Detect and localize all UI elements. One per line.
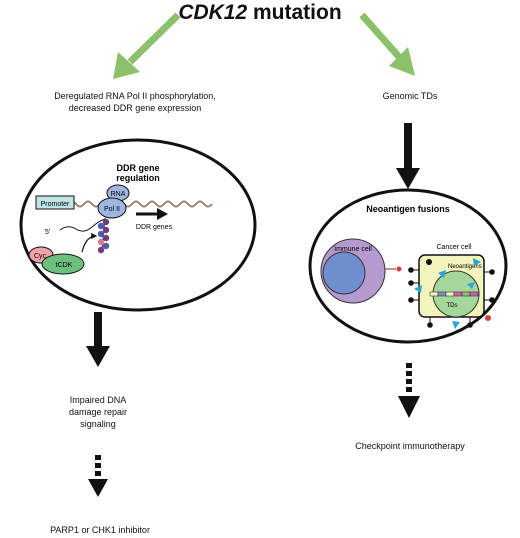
title-gene: CDK12 — [178, 1, 248, 24]
tds-label: TDs — [447, 303, 458, 309]
title-rest: mutation — [247, 1, 342, 24]
cancer-cell-label: Cancer cell — [436, 244, 471, 251]
immune-cell-label: Immune cell — [334, 246, 372, 253]
left-effect-line-1: Deregulated RNA Pol II phosphorylation, — [54, 91, 216, 101]
phosphorylation-arrow — [81, 233, 98, 253]
right-effect-text: Genomic TDs — [382, 91, 438, 101]
rna-label: RNA — [111, 191, 126, 198]
green-arrow-left — [113, 12, 181, 79]
tcdk-shape — [41, 253, 85, 275]
left-outcome-text: Impaired DNA damage repair signaling — [50, 394, 146, 430]
promoter-box — [35, 195, 75, 210]
immune-cell-nucleus — [322, 251, 366, 295]
five-prime-label: 5′ — [45, 229, 51, 236]
right-solid-arrow — [396, 123, 420, 189]
promoter-label: Promoter — [41, 201, 70, 208]
ddr-panel-title-1: DDR gene — [116, 163, 159, 173]
ctd-tail — [97, 217, 110, 254]
diagram-title: CDK12 mutation — [0, 1, 520, 25]
ddr-genes-label: DDR genes — [136, 224, 173, 231]
left-therapy-text: PARP1 or CHK1 inhibitor — [50, 525, 150, 535]
right-therapy-text: Checkpoint immunotherapy — [355, 441, 465, 451]
tcdk-label: tCDK — [56, 262, 73, 269]
tcr-contact — [396, 266, 402, 272]
left-effect-text: Deregulated RNA Pol II phosphorylation, … — [10, 90, 260, 114]
left-solid-arrow — [86, 312, 110, 367]
td-segments — [429, 291, 479, 297]
rna-transcript — [59, 218, 107, 232]
neoantigens-label: Neoantigens — [448, 264, 482, 270]
cyc-label: Cyc — [34, 253, 47, 260]
ddr-genes-arrowhead — [157, 208, 168, 220]
surface-markers — [408, 259, 495, 328]
left-effect-line-2: decreased DDR gene expression — [68, 103, 202, 113]
green-arrow-right — [359, 12, 415, 76]
right-dashed-arrow — [398, 363, 420, 418]
left-outcome-line-1: Impaired DNA — [69, 395, 127, 405]
neoantigen-panel-title: Neoantigen fusions — [366, 204, 450, 214]
neoantigen-triangles — [414, 258, 481, 329]
left-outcome-line-2: damage repair — [68, 407, 128, 417]
rna-pol-body — [97, 197, 127, 219]
ddr-panel-title-2: regulation — [116, 173, 160, 183]
left-outcome-line-3: signaling — [80, 419, 116, 429]
pol-ii-label: Pol II — [104, 206, 120, 213]
left-dashed-arrow — [88, 455, 108, 497]
